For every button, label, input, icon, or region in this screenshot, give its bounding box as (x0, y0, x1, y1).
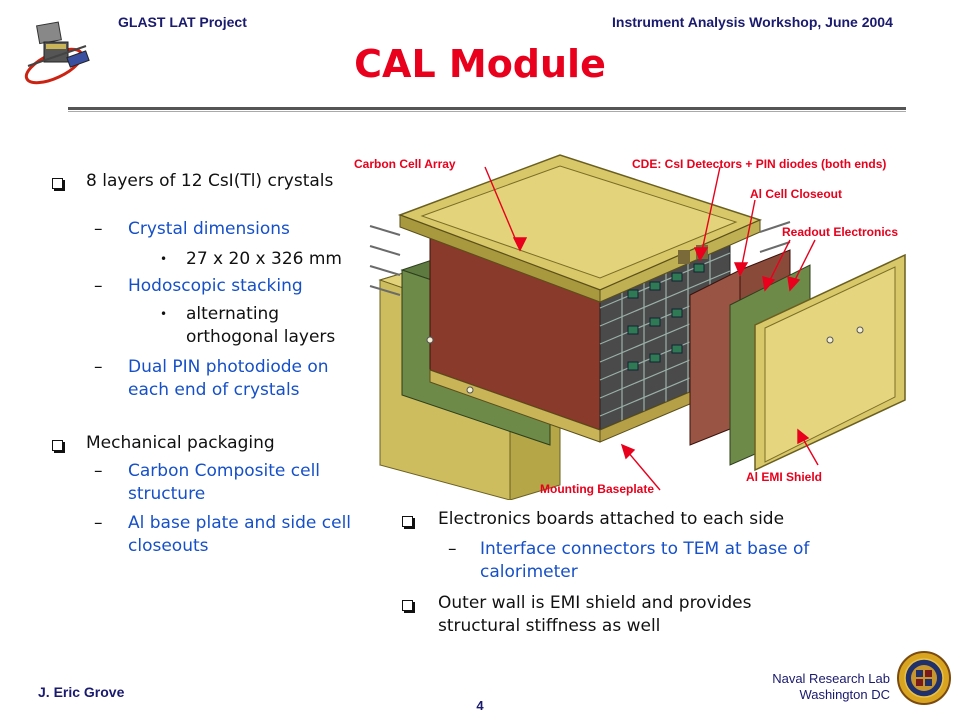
list-item: • 27 x 20 x 326 mm (160, 248, 380, 271)
glast-satellite-logo (24, 21, 90, 85)
footer-lab-city: Washington DC (799, 687, 890, 702)
sub-bullet-text: Hodoscopic stacking (128, 276, 303, 296)
square-bullet-icon (52, 178, 63, 189)
callout-al-cell-closeout: Al Cell Closeout (750, 187, 843, 201)
bullet-text: 8 layers of 12 CsI(Tl) crystals (86, 171, 334, 191)
list-item: Electronics boards attached to each side (402, 508, 892, 531)
dash-bullet-icon: – (448, 539, 457, 559)
dot-bullet-icon: • (160, 252, 168, 266)
left-bullet-list: 8 layers of 12 CsI(Tl) crystals – Crysta… (52, 170, 372, 570)
bullet-text: Outer wall is EMI shield and provides st… (438, 593, 752, 636)
cal-module-illustration (369, 154, 906, 500)
list-item: 8 layers of 12 CsI(Tl) crystals (52, 170, 352, 193)
dash-bullet-icon: – (94, 357, 103, 377)
sub-sub-bullet-text: alternating orthogonal layers (186, 304, 336, 347)
footer-author: J. Eric Grove (38, 684, 125, 700)
header-project: GLAST LAT Project (118, 14, 247, 30)
right-bullet-list: Electronics boards attached to each side… (402, 508, 902, 648)
dash-bullet-icon: – (94, 513, 103, 533)
callout-carbon-cell-array: Carbon Cell Array (354, 157, 456, 171)
callout-mounting-baseplate: Mounting Baseplate (540, 482, 655, 496)
bullet-text: Mechanical packaging (86, 433, 275, 453)
list-item: – Al base plate and side cell closeouts (94, 512, 374, 558)
square-bullet-icon (52, 440, 63, 451)
sub-bullet-text: Crystal dimensions (128, 219, 290, 239)
sub-bullet-text: Dual PIN photodiode on each end of cryst… (128, 357, 329, 400)
dash-bullet-icon: – (94, 461, 103, 481)
list-item: Outer wall is EMI shield and provides st… (402, 592, 822, 638)
list-item: – Carbon Composite cell structure (94, 460, 374, 506)
sub-sub-bullet-text: 27 x 20 x 326 mm (186, 249, 342, 269)
footer-lab-name: Naval Research Lab (772, 671, 890, 686)
dash-bullet-icon: – (94, 219, 103, 239)
square-bullet-icon (402, 600, 413, 611)
callout-al-emi-shield: Al EMI Shield (746, 470, 823, 484)
title-rule (68, 107, 906, 110)
list-item: – Hodoscopic stacking (94, 275, 364, 298)
callout-readout-electronics: Readout Electronics (782, 225, 899, 239)
title-rule-thin (68, 111, 906, 112)
slide-title: CAL Module (354, 42, 606, 86)
dot-bullet-icon: • (160, 307, 168, 321)
square-bullet-icon (402, 516, 413, 527)
bullet-text: Electronics boards attached to each side (438, 509, 785, 529)
list-item: – Dual PIN photodiode on each end of cry… (94, 356, 374, 402)
header-workshop: Instrument Analysis Workshop, June 2004 (612, 14, 893, 30)
list-item: – Interface connectors to TEM at base of… (448, 538, 898, 584)
page-number: 4 (476, 698, 484, 713)
list-item: Mechanical packaging (52, 432, 352, 455)
list-item: – Crystal dimensions (94, 218, 364, 241)
nrl-seal-logo (897, 651, 951, 705)
sub-bullet-text: Carbon Composite cell structure (128, 461, 321, 504)
list-item: • alternating orthogonal layers (160, 303, 360, 349)
dash-bullet-icon: – (94, 276, 103, 296)
sub-bullet-text: Al base plate and side cell closeouts (128, 513, 352, 556)
sub-bullet-text: Interface connectors to TEM at base of c… (480, 539, 810, 582)
callout-cde: CDE: CsI Detectors + PIN diodes (both en… (632, 157, 887, 171)
